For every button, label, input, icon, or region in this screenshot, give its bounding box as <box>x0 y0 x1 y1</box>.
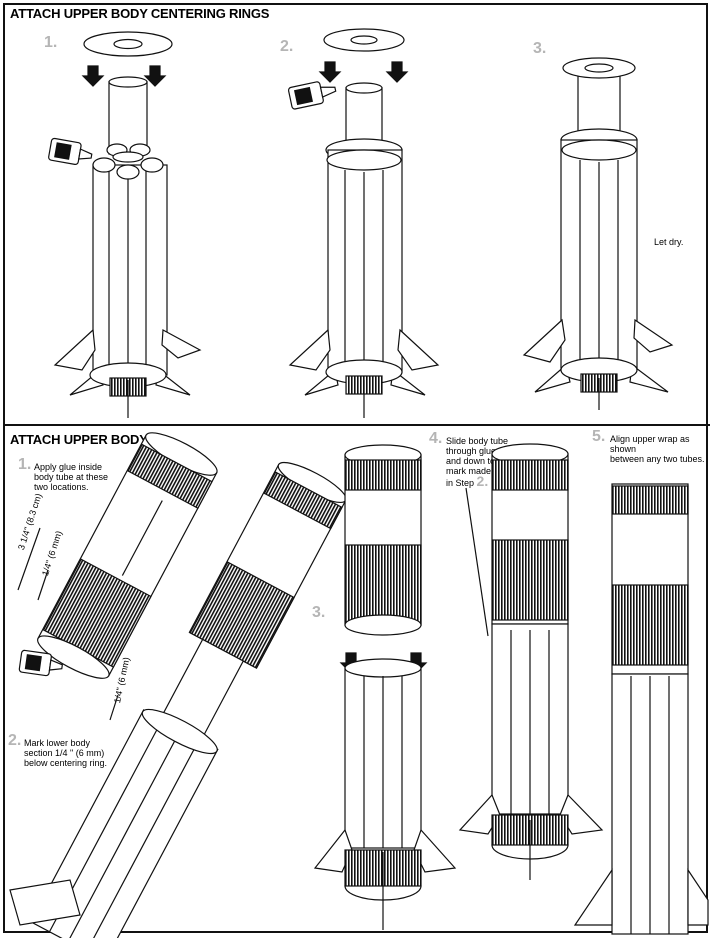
section-title-centering-rings: ATTACH UPPER BODY CENTERING RINGS <box>10 6 270 21</box>
step-3-number: 3. <box>533 40 547 57</box>
step-2-number: 2. <box>280 38 294 55</box>
rocket-step4-illustration <box>458 443 604 880</box>
section-divider <box>3 424 710 426</box>
arrow-down-icon <box>318 61 342 83</box>
page-frame <box>3 3 708 933</box>
tilted-body-tube-illustration <box>37 432 218 679</box>
glue-bottle-icon <box>18 649 63 677</box>
step-4-number: 4. <box>429 430 443 447</box>
step-5-number: 5. <box>592 428 606 445</box>
step-1-instructions: Apply glue inside body tube at these two… <box>34 462 109 492</box>
glue-bottle-icon <box>48 137 93 165</box>
rocket-step1-illustration <box>48 31 202 418</box>
step-2-number: 2. <box>8 732 22 749</box>
step-4-instructions: Slide body tube through glue and down to… <box>446 436 509 489</box>
rocket-step3-illustration <box>522 57 674 410</box>
step-1-number: 1. <box>44 34 58 51</box>
arrow-down-icon <box>81 65 105 87</box>
let-dry-note: Let dry. <box>654 237 684 247</box>
step-2-instructions: Mark lower body section 1/4 " (6 mm) bel… <box>24 738 108 768</box>
rocket-step5-illustration <box>573 483 709 935</box>
tilted-rocket-illustration <box>30 461 347 938</box>
rocket-upper-body-step3-illustration <box>313 444 457 930</box>
arrow-down-icon <box>143 65 167 87</box>
step-3-number: 3. <box>312 604 326 621</box>
step-5-instructions: Align upper wrap as shown between any tw… <box>610 434 705 464</box>
section-title-upper-body: ATTACH UPPER BODY <box>10 432 148 447</box>
glue-bottle-icon <box>287 81 337 110</box>
rocket-step2-illustration <box>287 28 440 418</box>
arrow-down-icon <box>385 61 409 83</box>
step-1-number: 1. <box>18 456 32 473</box>
